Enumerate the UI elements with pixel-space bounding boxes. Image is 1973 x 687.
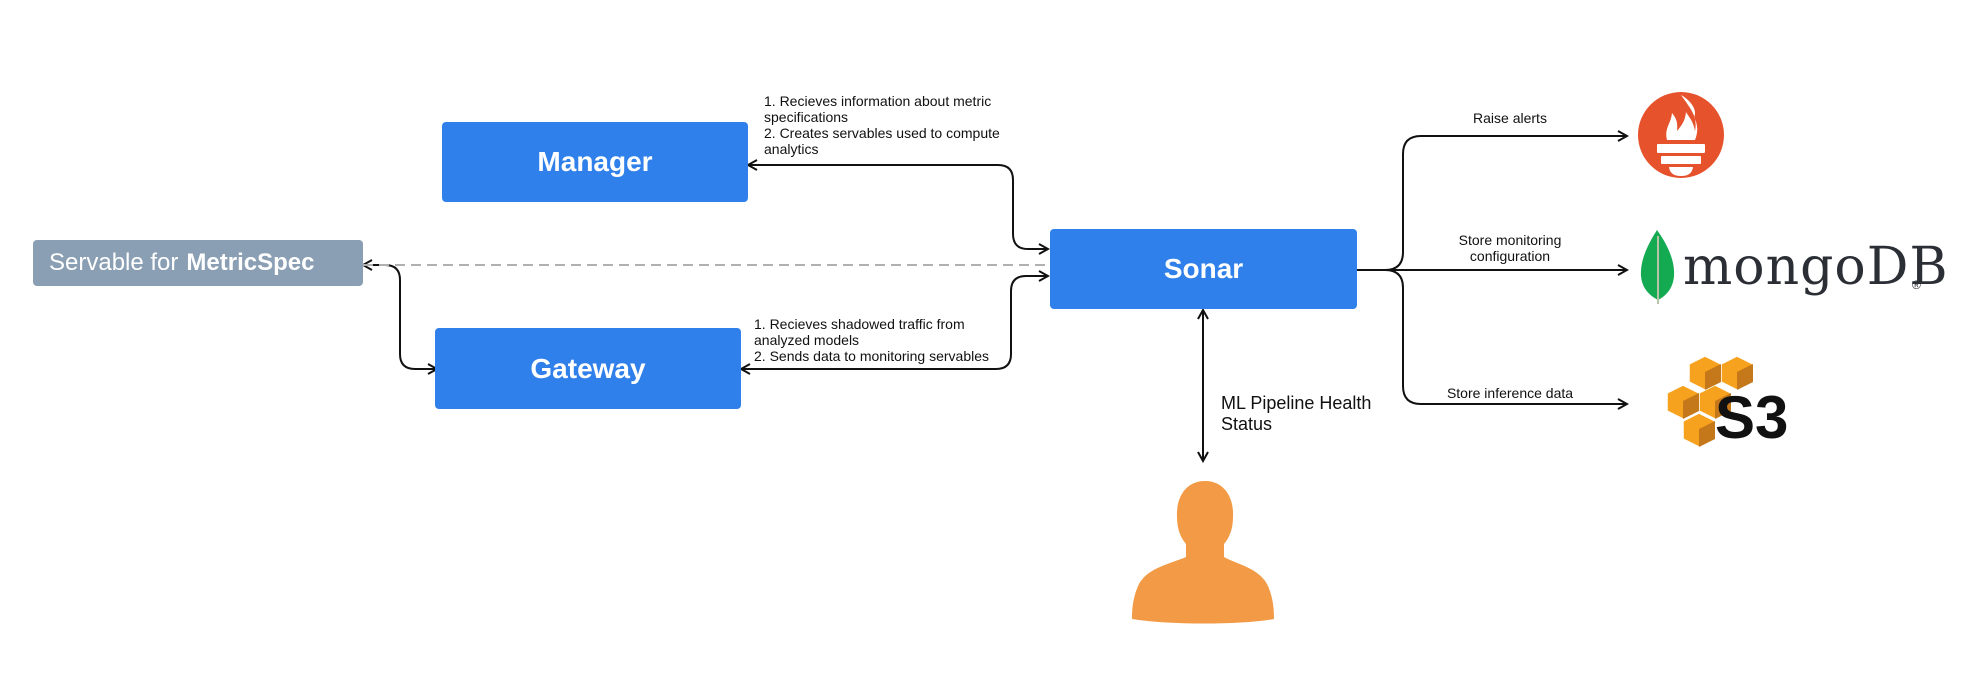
s3-wordmark: S3	[1715, 384, 1789, 451]
label-store-monitoring-line: Store monitoring	[1458, 232, 1562, 248]
gateway-note: 1. Recieves shadowed traffic from analyz…	[754, 316, 989, 364]
servable-metricspec: MetricSpec	[186, 249, 315, 276]
label-health-line: ML Pipeline Health	[1221, 393, 1372, 413]
manager-note-line: 2. Creates servables used to compute	[764, 125, 1000, 141]
gateway-note-line: 2. Sends data to monitoring servables	[754, 348, 990, 364]
label-health-line: Status	[1221, 414, 1273, 434]
mongodb-registered-mark: ®	[1912, 278, 1921, 292]
edge-servable-gateway	[363, 265, 437, 369]
manager-note: 1. Recieves information about metric spe…	[764, 93, 1000, 157]
s3-icon	[1666, 355, 1754, 448]
manager-note-line: 1. Recieves information about metric	[764, 93, 992, 109]
sonar-node[interactable]: Sonar	[1050, 229, 1357, 309]
gateway-note-line: 1. Recieves shadowed traffic from	[754, 316, 965, 332]
label-health-status: ML Pipeline Health Status	[1221, 393, 1371, 435]
mongodb-leaf-icon	[1640, 230, 1675, 304]
servable-node[interactable]: Servable for MetricSpec	[33, 240, 363, 286]
prometheus-icon	[1638, 92, 1724, 178]
manager-note-line: analytics	[764, 141, 819, 157]
manager-node[interactable]: Manager	[442, 122, 748, 202]
edge-gateway-sonar	[741, 276, 1048, 369]
servable-prefix: Servable for	[49, 249, 179, 276]
gateway-note-line: analyzed models	[754, 332, 860, 348]
label-store-monitoring-line: configuration	[1469, 248, 1551, 264]
label-raise-alerts: Raise alerts	[1473, 110, 1547, 126]
user-icon	[1132, 481, 1274, 624]
manager-note-line: specifications	[764, 109, 849, 125]
mongodb-wordmark: mongoDB	[1683, 237, 1949, 297]
edge-sonar-s3	[1357, 269, 1627, 404]
gateway-node[interactable]: Gateway	[435, 328, 741, 409]
label-store-monitoring: Store monitoring configuration	[1420, 232, 1600, 264]
edge-manager-sonar	[748, 165, 1048, 249]
label-store-inference: Store inference data	[1446, 385, 1574, 401]
